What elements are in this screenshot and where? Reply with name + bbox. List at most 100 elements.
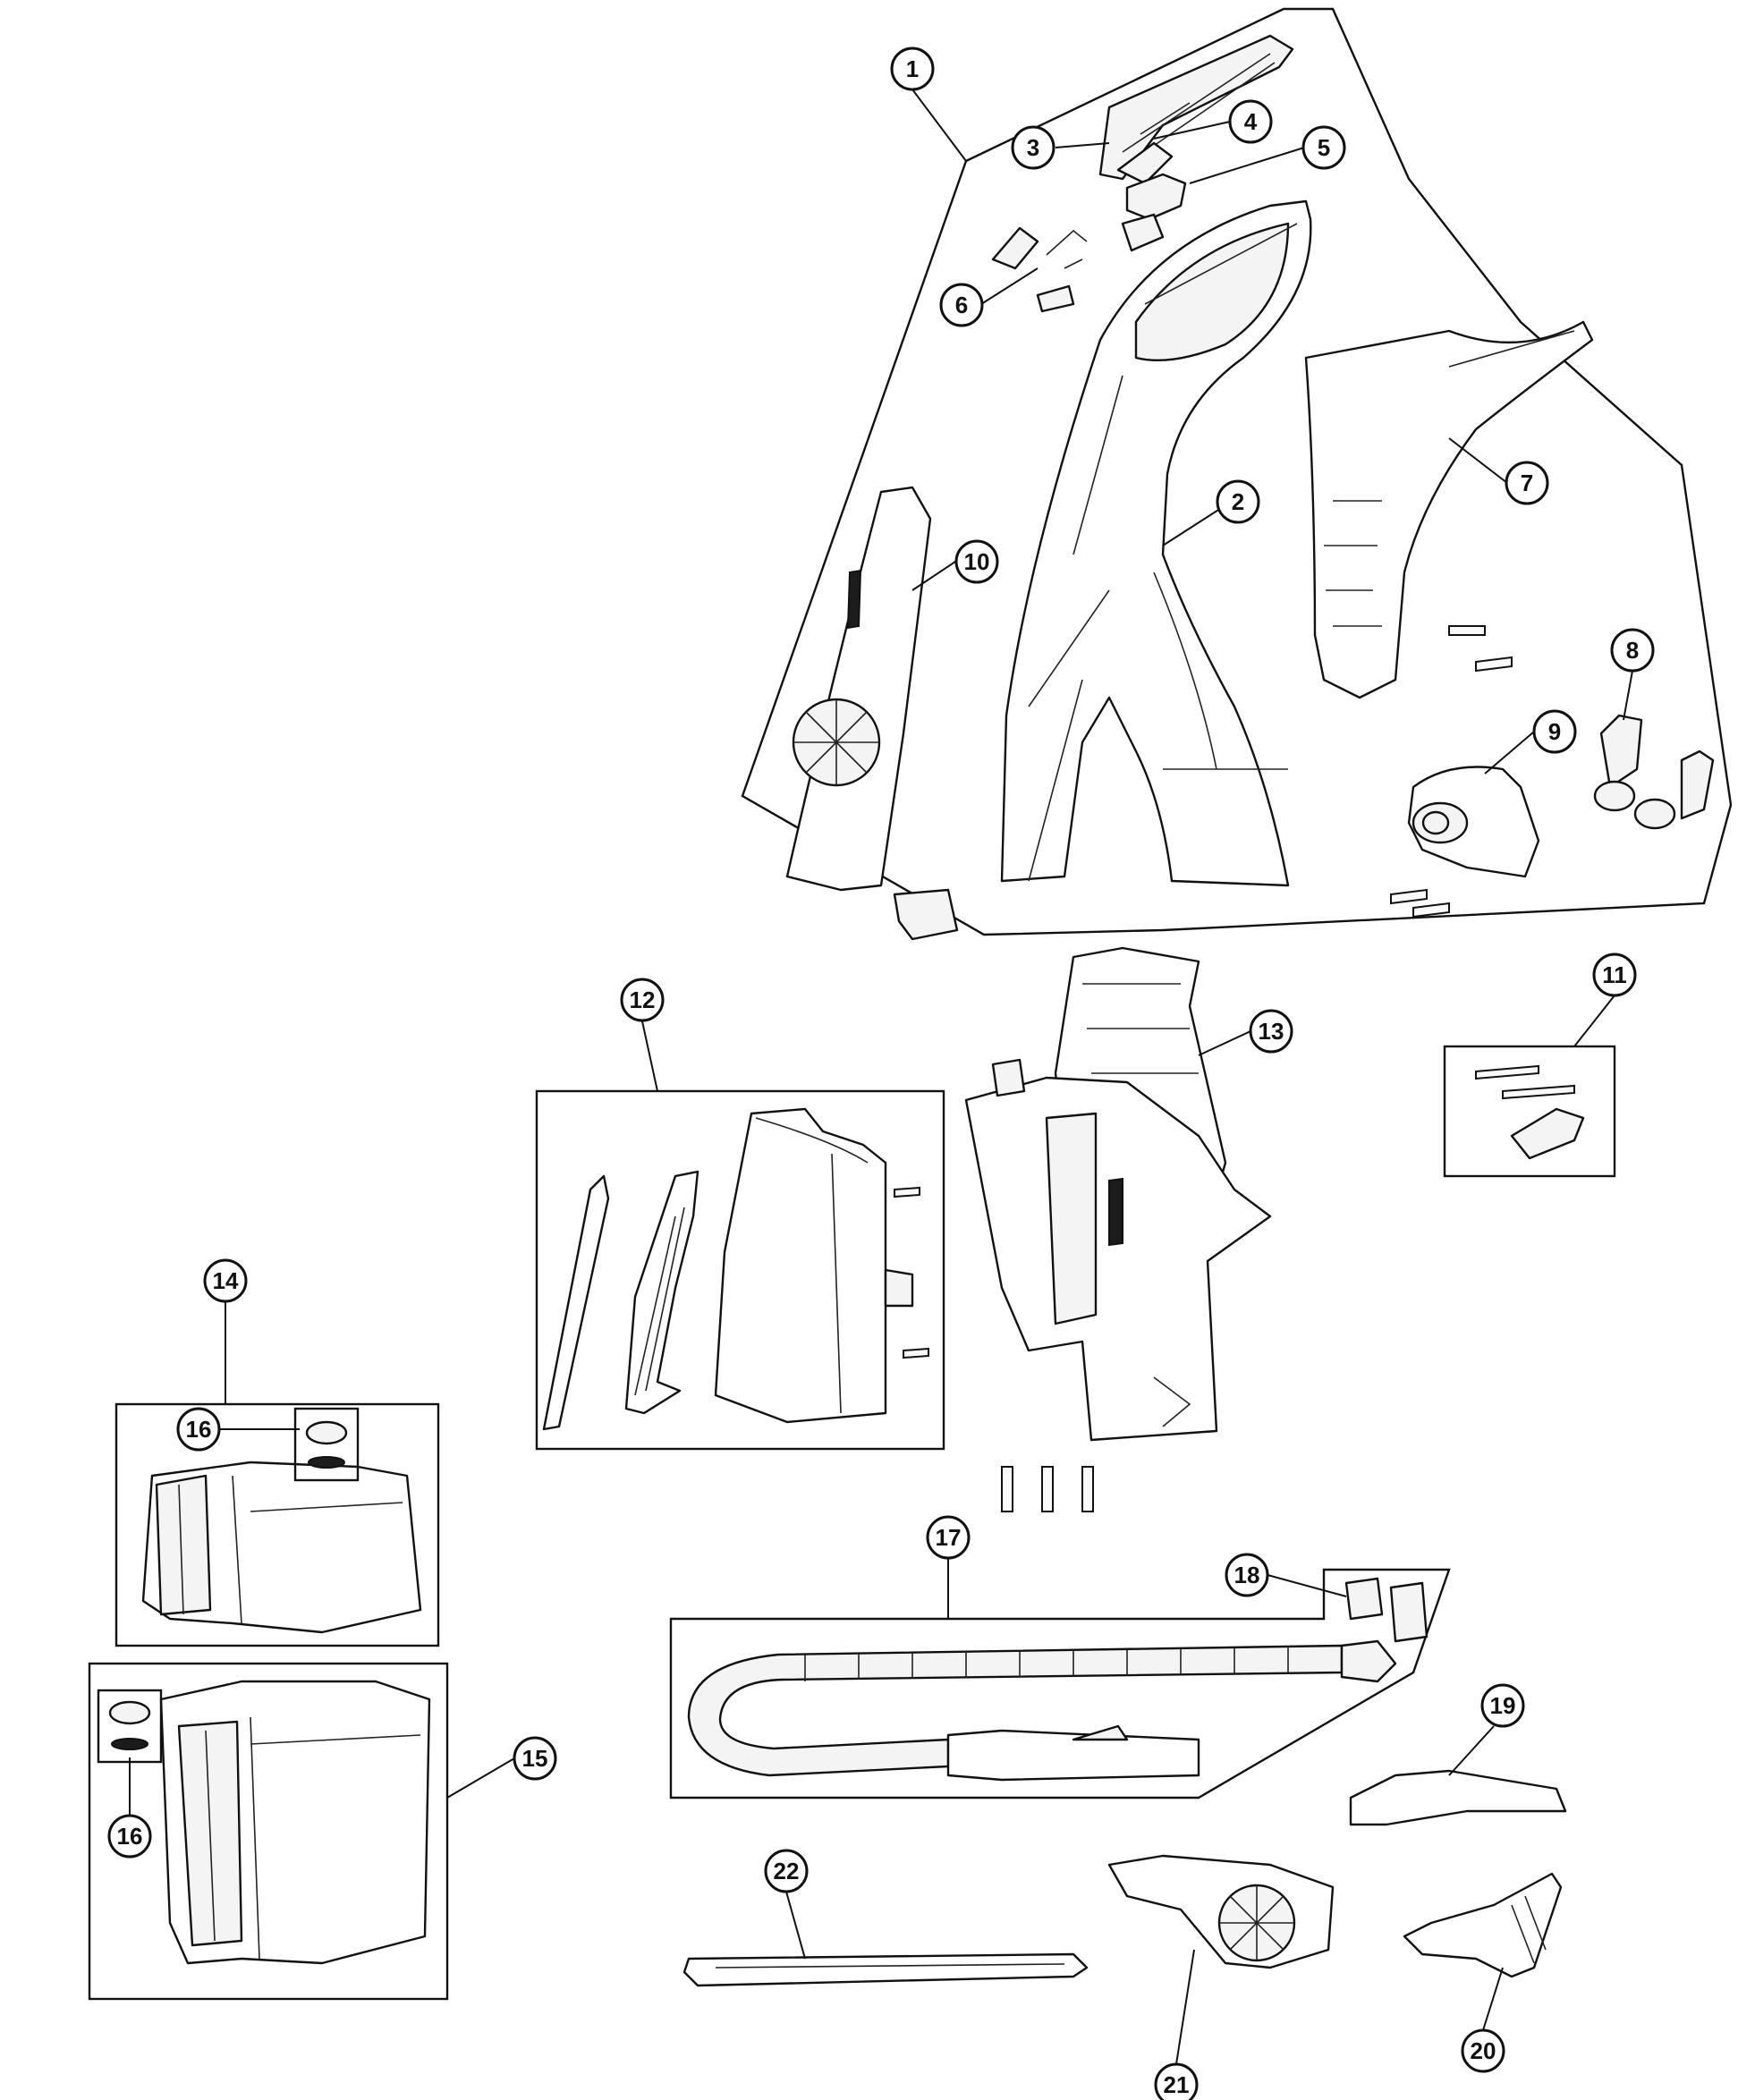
- axle-bracket-lower: [1680, 749, 1715, 820]
- switch-linkage: [1121, 213, 1165, 252]
- power-brush-blades: [1219, 1885, 1294, 1960]
- leader-8: [1623, 670, 1633, 721]
- front-shroud: [714, 1107, 887, 1424]
- clean-tank-lines: [178, 1475, 403, 1624]
- leader-4: [1153, 121, 1231, 140]
- svg-text:4: 4: [1244, 108, 1258, 135]
- hose-wand-trigger: [1072, 1724, 1129, 1741]
- leader-7: [1448, 437, 1508, 484]
- callout-22: 22: [764, 1849, 809, 1893]
- callout-3: 3: [1011, 125, 1056, 170]
- svg-text:10: 10: [964, 548, 990, 575]
- leader-12: [641, 1020, 658, 1092]
- rear-cover-ribs: [1324, 330, 1575, 627]
- trigger-spring: [1046, 229, 1088, 269]
- main-body-ribbing: [1082, 983, 1199, 1427]
- dirty-tank-cap: [108, 1700, 151, 1725]
- screw-group1-d: [1412, 902, 1450, 919]
- hose-assembly-boundary: [669, 1568, 1451, 1799]
- callout-12: 12: [620, 978, 665, 1022]
- svg-text:14: 14: [213, 1267, 239, 1294]
- hose-corrugated: [687, 1644, 1344, 1777]
- clean-tank-body: [141, 1461, 422, 1634]
- callout-1: 1: [890, 47, 935, 91]
- leader-13: [1198, 1030, 1251, 1056]
- leader-2: [1162, 504, 1226, 546]
- svg-text:22: 22: [774, 1858, 800, 1884]
- trigger-small-part-b: [1036, 284, 1075, 313]
- kit-screw-long: [1475, 1064, 1539, 1080]
- clean-tank-handle: [155, 1474, 212, 1616]
- clean-tank-box: [114, 1402, 440, 1647]
- side-control-panel: [785, 486, 932, 892]
- dirty-tank-lines: [205, 1716, 421, 1960]
- svg-text:15: 15: [522, 1745, 548, 1772]
- callout-9: 9: [1532, 709, 1577, 754]
- leader-1: [911, 89, 967, 162]
- hose-end-connector: [1340, 1639, 1397, 1683]
- svg-text:2: 2: [1232, 488, 1244, 515]
- svg-text:21: 21: [1164, 2071, 1190, 2098]
- leader-20: [1482, 1967, 1504, 2031]
- callout-13: 13: [1249, 1009, 1293, 1054]
- cord-hook-hub-inner: [1421, 810, 1450, 835]
- cover-strip-narrow: [542, 1174, 610, 1431]
- crevice-tool: [1349, 1769, 1567, 1826]
- leader-lines: [129, 89, 1633, 2065]
- body-cover-box: [535, 1089, 945, 1451]
- leader-11: [1573, 995, 1615, 1047]
- clean-tank-cap: [305, 1420, 348, 1445]
- callout-17: 17: [926, 1515, 971, 1560]
- callout-16-lower: 16: [107, 1814, 152, 1859]
- main-body-duct: [1045, 1112, 1098, 1325]
- trigger-small-part-a: [991, 226, 1039, 270]
- brush-bar-detail: [715, 1963, 1065, 1969]
- callout-8: 8: [1610, 628, 1655, 673]
- panel-switch-slot: [846, 569, 862, 630]
- svg-text:12: 12: [630, 986, 656, 1013]
- callout-20: 20: [1461, 2028, 1505, 2073]
- hose-connector-piece-b: [1389, 1581, 1429, 1643]
- screw-group1-a: [1448, 625, 1486, 636]
- dirty-tank-cap-seal: [111, 1738, 148, 1750]
- leader-15: [446, 1757, 515, 1799]
- svg-text:5: 5: [1318, 134, 1330, 161]
- svg-text:6: 6: [955, 292, 968, 318]
- cover-ribs: [634, 1207, 685, 1396]
- leader-6: [980, 267, 1039, 305]
- svg-text:20: 20: [1471, 2037, 1496, 2064]
- svg-text:16: 16: [186, 1416, 212, 1443]
- axle-roller-upper: [1593, 780, 1636, 812]
- axle-bracket-upper: [1599, 714, 1643, 789]
- callout-16-upper: 16: [176, 1407, 221, 1452]
- svg-text:1: 1: [906, 55, 919, 82]
- rear-handle-cover: [1304, 320, 1594, 699]
- svg-text:3: 3: [1027, 134, 1039, 161]
- leader-5: [1189, 147, 1305, 184]
- leader-18: [1267, 1574, 1347, 1597]
- handle-opening: [1134, 222, 1290, 362]
- axle-roller-lower: [1633, 798, 1676, 830]
- callout-21: 21: [1154, 2062, 1199, 2100]
- handle-ribbing: [1028, 223, 1298, 882]
- leader-22: [785, 1891, 806, 1960]
- clean-tank-group: [114, 1402, 440, 1647]
- hardware-kit-group: [1443, 1045, 1616, 1178]
- body-cover-group: [535, 1089, 945, 1451]
- screw-group1-c: [1390, 888, 1428, 905]
- hose-connector-piece-a: [1344, 1577, 1384, 1621]
- hardware-kit-box: [1443, 1045, 1616, 1178]
- hose-assembly-group: [669, 1568, 1451, 1799]
- screw-loose-a: [1001, 1466, 1013, 1512]
- leader-19: [1448, 1725, 1495, 1776]
- kit-connector: [1510, 1107, 1585, 1160]
- switch-component: [1125, 173, 1187, 221]
- hose-wand: [946, 1729, 1200, 1782]
- screw-loose-b: [1041, 1466, 1054, 1512]
- hose-ribs: [804, 1647, 1289, 1681]
- callout-11: 11: [1592, 953, 1637, 997]
- main-body-slot: [1108, 1177, 1123, 1247]
- screw-loose-c: [1081, 1466, 1094, 1512]
- kit-screw-long-2: [1502, 1084, 1575, 1100]
- front-shroud-edge: [755, 1117, 869, 1414]
